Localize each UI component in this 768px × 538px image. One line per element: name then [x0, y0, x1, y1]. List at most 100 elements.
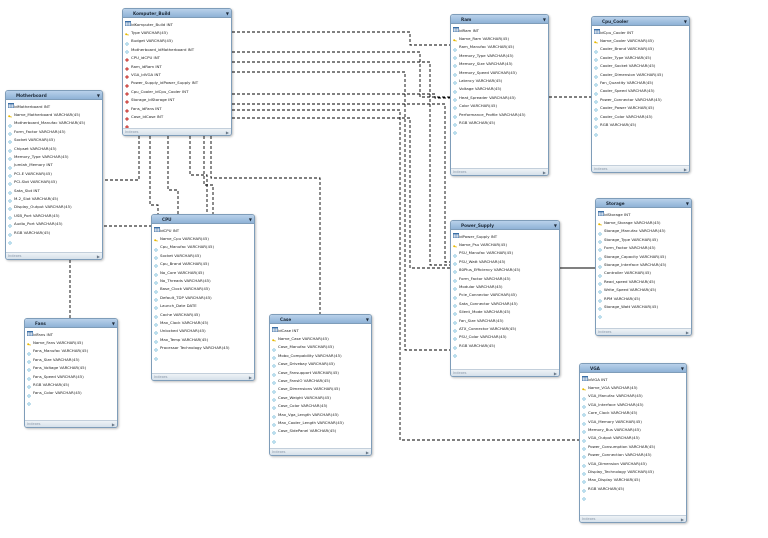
column-row[interactable]: Mobo_Compability VARCHAR(45)	[270, 351, 371, 369]
column-row[interactable]: Fans_Color VARCHAR(45)	[25, 389, 117, 407]
indexes-section[interactable]: Indexes▶	[25, 420, 117, 427]
indexes-section[interactable]: Indexes▶	[451, 168, 548, 175]
column-row[interactable]: Core_Clock VARCHAR(45)	[580, 409, 686, 426]
chevron-right-icon[interactable]: ▶	[248, 374, 252, 380]
column-row[interactable]: Case_SidePanel VARCHAR(45)	[270, 427, 371, 444]
column-row[interactable]: Fans_Voltage VARCHAR(45)	[25, 364, 117, 381]
column-row[interactable]: VGA_Dimension VARCHAR(45)	[580, 459, 686, 477]
table-header[interactable]: Fans▼	[25, 319, 117, 336]
indexes-section[interactable]: Indexes▶	[123, 128, 231, 135]
column-row[interactable]: RGB VARCHAR(45)	[451, 341, 559, 359]
column-row[interactable]: Audio_Port VARCHAR(45)	[6, 219, 102, 237]
table-header[interactable]: Ram▼	[451, 15, 548, 32]
chevron-down-icon[interactable]: ▼	[542, 16, 546, 22]
column-row[interactable]: PSU_Manufac VARCHAR(45)	[451, 249, 559, 267]
chevron-down-icon[interactable]: ▼	[683, 18, 687, 24]
chevron-right-icon[interactable]: ▶	[680, 516, 684, 522]
column-row[interactable]: Fans_Size VARCHAR(45)	[25, 355, 117, 373]
column-row[interactable]: Memory_Size VARCHAR(45)	[451, 60, 548, 77]
column-row[interactable]: Power_Connector VARCHAR(45)	[592, 95, 689, 113]
column-row[interactable]: No_Threads VARCHAR(45)	[152, 276, 254, 294]
chevron-right-icon[interactable]: ▶	[365, 449, 369, 455]
column-row[interactable]: Name_Motherboard VARCHAR(45)	[6, 110, 102, 128]
chevron-down-icon[interactable]: ▼	[225, 10, 229, 16]
column-row[interactable]: Case_Fansupport VARCHAR(45)	[270, 368, 371, 386]
column-row[interactable]: Max_Display VARCHAR(45)	[580, 476, 686, 493]
column-row[interactable]: RPM VARCHAR(45)	[596, 294, 691, 312]
column-row[interactable]: M.2_Slot VARCHAR(45)	[6, 194, 102, 212]
column-row[interactable]: Case_Dimensions VARCHAR(45)	[270, 385, 371, 403]
column-row[interactable]: Name_Case VARCHAR(45)	[270, 334, 371, 352]
column-row[interactable]: Case_Color VARCHAR(45)	[270, 402, 371, 419]
chevron-right-icon[interactable]: ▶	[96, 253, 100, 259]
column-row[interactable]: Performance_Profile VARCHAR(45)	[451, 110, 548, 128]
column-row[interactable]: Cooler_Speed VARCHAR(45)	[592, 87, 689, 105]
chevron-down-icon[interactable]: ▼	[685, 200, 689, 206]
column-row[interactable]: Form_Factor VARCHAR(45)	[596, 244, 691, 261]
column-row[interactable]: Fan_Size VARCHAR(45)	[451, 316, 559, 334]
column-row[interactable]: Name_Psu VARCHAR(45)	[451, 240, 559, 258]
column-row[interactable]: Power_Supply_idPower_Supply INT	[123, 79, 231, 97]
column-row[interactable]: Silent_Mode VARCHAR(45)	[451, 308, 559, 325]
column-row[interactable]: Storage_Manufac VARCHAR(45)	[596, 227, 691, 245]
column-row[interactable]: Case_idCase INT	[123, 112, 231, 130]
table-header[interactable]: Motherboard▼	[6, 91, 102, 108]
column-row[interactable]: idVGA INT	[580, 375, 686, 392]
column-row[interactable]: Cpu_Cooler_idCpu_Cooler INT	[123, 87, 231, 105]
column-row[interactable]: RGB VARCHAR(45)	[580, 484, 686, 502]
column-row[interactable]: Heat_Spreader VARCHAR(45)	[451, 93, 548, 111]
table-header[interactable]: Case▼	[270, 315, 371, 332]
indexes-section[interactable]: Indexes▶	[270, 448, 371, 455]
chevron-right-icon[interactable]: ▶	[111, 421, 115, 427]
column-row[interactable]: Fan_Quantity VARCHAR(45)	[592, 78, 689, 96]
column-row[interactable]: Storage_Type VARCHAR(45)	[596, 235, 691, 253]
column-row[interactable]: Motherboard_idMotherboard INT	[123, 45, 231, 63]
indexes-section[interactable]: Indexes▶	[592, 165, 689, 172]
column-row[interactable]: Name_Cpu VARCHAR(45)	[152, 234, 254, 252]
column-row[interactable]: Ram_Manufac VARCHAR(45)	[451, 43, 548, 61]
column-row[interactable]: idFans INT	[25, 330, 117, 347]
column-row[interactable]: idStorage INT	[596, 210, 691, 227]
column-row[interactable]: USB_Port VARCHAR(45)	[6, 211, 102, 229]
column-row[interactable]: Cache VARCHAR(45)	[152, 310, 254, 328]
column-row[interactable]: Storage_idStorage INT	[123, 96, 231, 113]
column-row[interactable]: idKomputer_Build INT	[123, 20, 231, 37]
column-row[interactable]: VGA_Memory VARCHAR(45)	[580, 417, 686, 435]
column-row[interactable]: Storage_Capacity VARCHAR(45)	[596, 252, 691, 270]
table-header[interactable]: Komputer_Build▼	[123, 9, 231, 26]
column-row[interactable]: Cooler_Color VARCHAR(45)	[592, 112, 689, 130]
column-row[interactable]: Read_speed VARCHAR(45)	[596, 277, 691, 295]
column-row[interactable]: Motherboard_Manufac VARCHAR(45)	[6, 119, 102, 137]
column-row[interactable]: Budget VARCHAR(45)	[123, 37, 231, 55]
indexes-section[interactable]: Indexes▶	[6, 252, 102, 259]
column-row[interactable]: Type VARCHAR(45)	[123, 28, 231, 46]
column-row[interactable]: idCase INT	[270, 326, 371, 343]
column-row[interactable]: Name_Cooler VARCHAR(45)	[592, 36, 689, 54]
column-row[interactable]: Pcie_Connector VARCHAR(45)	[451, 291, 559, 309]
column-row[interactable]: idCpu_Cooler INT	[592, 28, 689, 45]
column-row[interactable]: Latency VARCHAR(45)	[451, 76, 548, 94]
column-row[interactable]: Name_VGA VARCHAR(45)	[580, 383, 686, 401]
column-row[interactable]: Form_Factor VARCHAR(45)	[6, 127, 102, 145]
table-header[interactable]: Power_Supply▼	[451, 221, 559, 238]
column-row[interactable]: VGA_Output VARCHAR(45)	[580, 434, 686, 452]
column-row[interactable]: Case_FansIO VARCHAR(45)	[270, 376, 371, 394]
column-row[interactable]: Launch_Date DATE	[152, 302, 254, 319]
column-row[interactable]: Default_TDP VARCHAR(45)	[152, 293, 254, 311]
column-row[interactable]: Storage_Interface VARCHAR(45)	[596, 260, 691, 278]
column-row[interactable]: CPU_idCPU INT	[123, 54, 231, 71]
indexes-section[interactable]: Indexes▶	[596, 328, 691, 335]
indexes-section[interactable]: Indexes▶	[451, 369, 559, 376]
column-row[interactable]: Name_Ram VARCHAR(45)	[451, 34, 548, 52]
table-header[interactable]: CPU▼	[152, 215, 254, 232]
column-row[interactable]: Storage_Watt VARCHAR(45)	[596, 302, 691, 320]
column-row[interactable]: Case_Weight VARCHAR(45)	[270, 393, 371, 411]
chevron-down-icon[interactable]: ▼	[680, 365, 684, 371]
column-row[interactable]: Max_Vga_Length VARCHAR(45)	[270, 410, 371, 428]
